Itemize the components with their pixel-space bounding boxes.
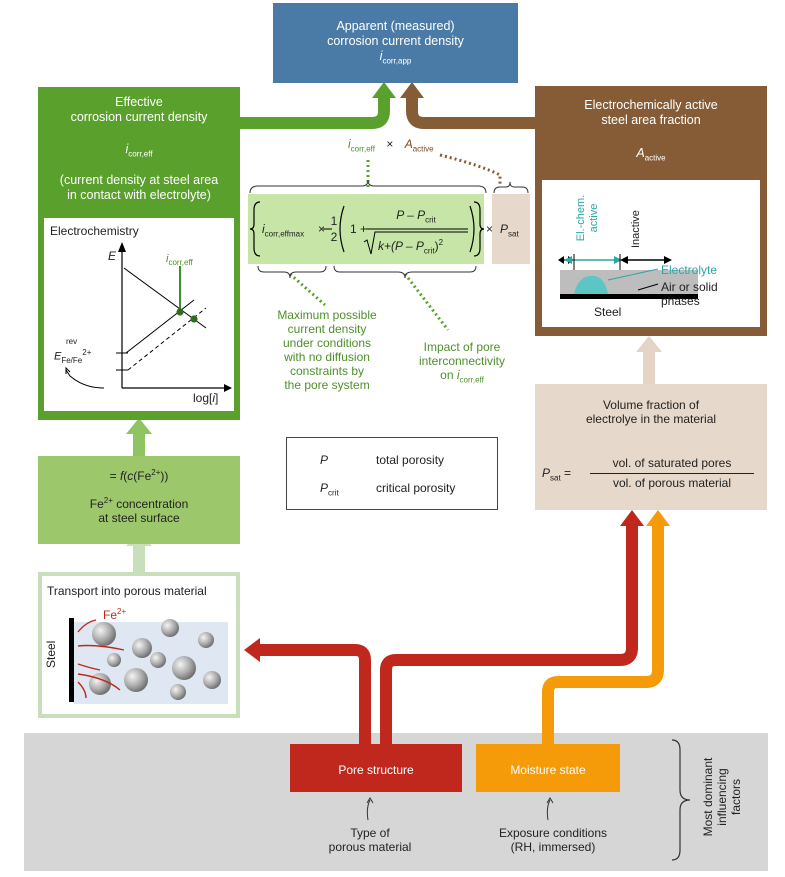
arrow-volume-to-active-shaft — [643, 350, 655, 384]
orange-arrowhead-volume — [646, 510, 670, 526]
corr-point — [176, 308, 184, 316]
brace-top-formula — [249, 179, 487, 194]
formula-psat-box — [492, 194, 530, 264]
active-illustration-panel — [542, 180, 760, 327]
formula-times-half: × — [318, 222, 326, 236]
volume-line1: Volume fraction of — [602, 398, 700, 412]
apparent-line2: corrosion current density — [327, 34, 464, 48]
formula-brackets — [249, 201, 484, 257]
electrolyte-label: Electrolyte — [661, 263, 718, 277]
green-arrowhead — [372, 82, 396, 98]
axis-x-label: log[i] — [193, 391, 219, 405]
apparent-title: Apparent (measured) corrosion current de… — [273, 19, 518, 69]
effective-line1: Effective — [115, 95, 163, 109]
effective-desc1: (current density at steel area — [59, 172, 219, 187]
erev-label: rev EFe/Fe2+ — [54, 337, 92, 365]
volume-fraction-box — [535, 384, 767, 510]
formula-one-plus: 1 + — [350, 222, 368, 236]
psat-fraction: vol. of saturated pores vol. of porous m… — [588, 456, 756, 490]
brace-top-psat — [493, 181, 529, 194]
fe-ion-label: Fe2+ — [103, 607, 127, 622]
volume-line2: electrolye in the material — [585, 412, 717, 426]
formula-denominator: k+(P – Pcrit)2 — [378, 238, 444, 256]
electrochem-title: Electrochemistry — [50, 224, 139, 238]
brace-dominant — [671, 739, 691, 861]
fe-line3: at steel surface — [98, 511, 180, 525]
effective-title: Effective corrosion current density icor… — [38, 95, 240, 203]
formula-top-aactive: Aactive — [404, 137, 434, 154]
fe-line2: Fe2+ concentration — [89, 496, 189, 511]
moisture-state-box — [476, 744, 620, 792]
brace-bottom-pore — [333, 265, 477, 279]
formula-imax: icorr,effmax — [262, 222, 305, 239]
steel-label-active: Steel — [594, 305, 622, 319]
apparent-line1: Apparent (measured) — [336, 19, 455, 33]
orange-arrow-to-volume — [542, 526, 664, 744]
arrow-fe-to-eff-head — [126, 418, 152, 434]
transport-title: Transport into porous material — [47, 584, 207, 598]
apparent-current-density-box — [273, 3, 518, 83]
arrow-fe-to-eff-shaft — [133, 433, 145, 458]
red-arrowhead-transport — [244, 638, 260, 662]
moisture-state-label: Moisture state — [510, 763, 586, 777]
legend-p-desc: total porosity — [376, 453, 445, 467]
green-arrow-eff-to-app — [240, 96, 390, 129]
red-arrowhead-volume — [620, 510, 644, 526]
corr-point-dashed — [190, 315, 198, 323]
axis-e-label: E — [108, 249, 117, 263]
effective-symbol: icorr,eff — [125, 142, 153, 159]
apparent-symbol: icorr,app — [379, 49, 412, 66]
curve-label: icorr,eff — [166, 253, 193, 268]
exposure-label: Exposure conditions(RH, immersed) — [498, 826, 608, 854]
psat-denominator: vol. of porous material — [612, 476, 732, 490]
active-title: Electrochemically active steel area frac… — [535, 98, 767, 166]
red-arrow-to-transport — [258, 644, 371, 744]
brown-arrowhead — [400, 82, 424, 98]
active-symbol: Aactive — [636, 146, 666, 163]
active-illustration — [558, 254, 698, 299]
fe-box-text: = f(c(Fe2+)) Fe2+ concentration at steel… — [38, 466, 240, 525]
effective-desc2: in contact with electrolyte) — [67, 187, 211, 202]
formula-times-psat: × — [486, 222, 494, 236]
psat-numerator: vol. of saturated pores — [612, 456, 732, 470]
pore-structure-label: Pore structure — [338, 763, 414, 777]
brown-arrow-active-to-app — [406, 96, 535, 129]
legend-pcrit: Pcrit — [320, 481, 339, 498]
psat-lhs: Psat = — [542, 466, 572, 483]
arrow-transport-to-fe-shaft — [133, 544, 145, 572]
red-arrow-to-volume — [380, 526, 638, 744]
dotted-green-pore — [403, 273, 450, 331]
transport-illustration — [69, 618, 228, 704]
legend-p: P — [320, 453, 329, 467]
legend-box — [286, 437, 498, 510]
legend-pcrit-desc: critical porosity — [376, 481, 456, 495]
formula-psat: Psat — [500, 222, 519, 239]
brace-bottom-max — [257, 265, 327, 279]
fe-formula: = f(c(Fe2+)) — [109, 468, 169, 483]
fe-concentration-box — [38, 456, 240, 544]
active-line2: steel area fraction — [601, 113, 701, 127]
arrow-volume-to-active-head — [636, 336, 662, 352]
formula-numerator: P – Pcrit — [396, 208, 436, 225]
formula-top-icorr: icorr,eff — [348, 137, 375, 154]
pore-structure-box — [290, 744, 462, 792]
electrochem-plot — [65, 242, 232, 392]
formula-top: icorr,eff × Aactive — [348, 137, 434, 154]
electrochemistry-panel — [44, 218, 234, 411]
effective-line2: corrosion current density — [70, 110, 208, 124]
active-line1: Electrochemically active — [584, 98, 718, 112]
volume-title: Volume fraction of electrolye in the mat… — [535, 398, 767, 426]
